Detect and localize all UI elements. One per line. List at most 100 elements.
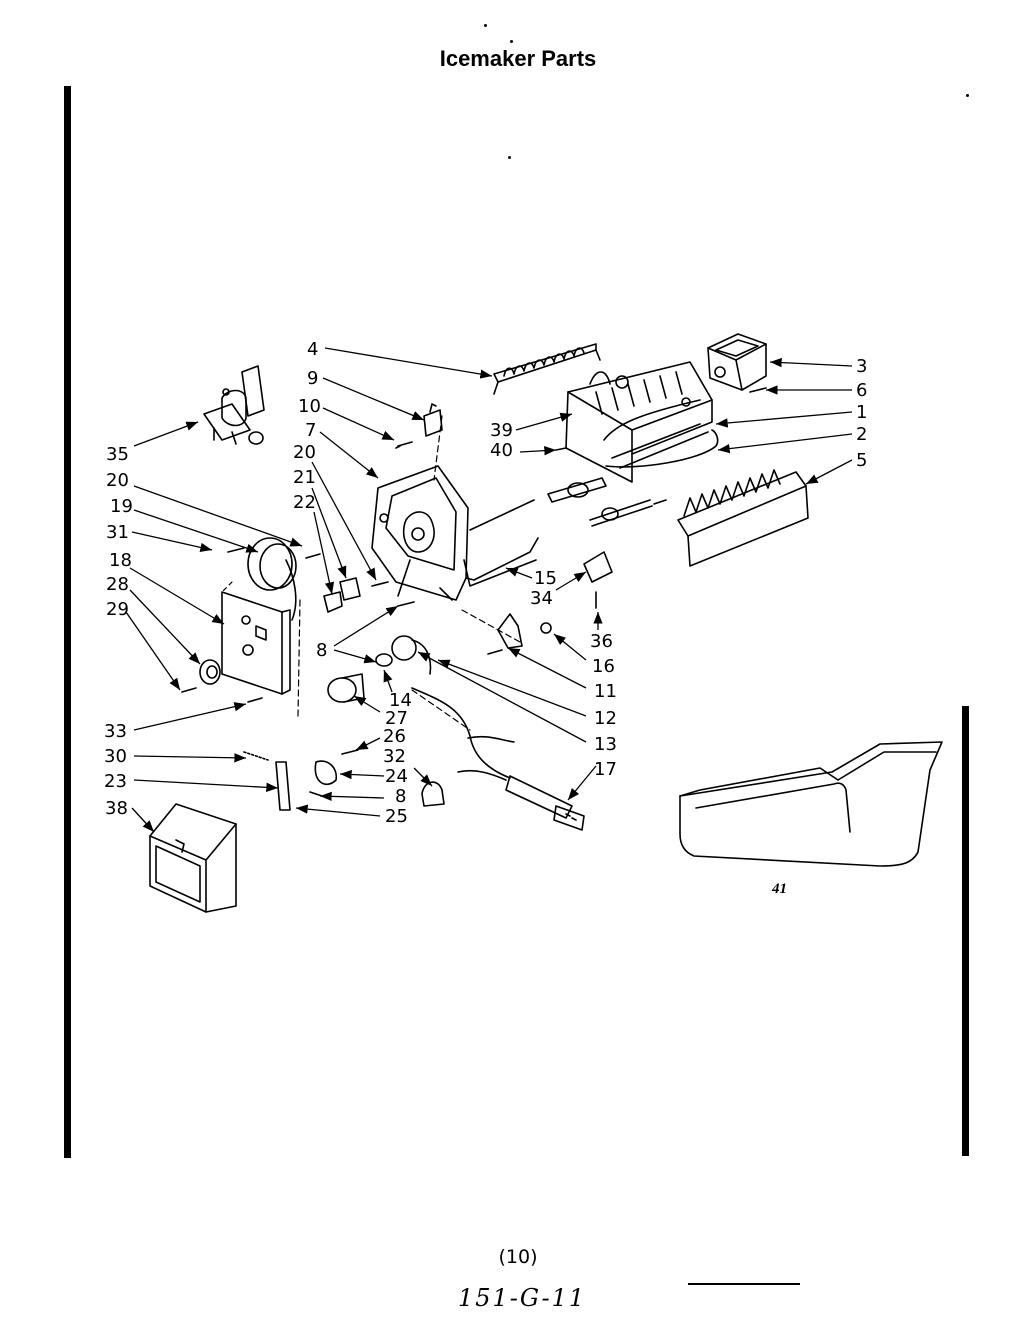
clip-drawing	[323, 591, 343, 613]
leader-30	[133, 753, 247, 763]
callout-17: 17	[594, 759, 617, 780]
callout-14: 14	[389, 690, 412, 711]
leader-22	[313, 511, 335, 595]
wiring-harness-drawing	[411, 687, 585, 831]
leader-33	[133, 702, 247, 731]
ice-mold-drawing	[565, 361, 713, 483]
thermostat-drawing	[339, 577, 361, 601]
leader-17	[567, 765, 597, 801]
leader-28	[129, 589, 201, 665]
callout-4: 4	[307, 339, 318, 360]
callout-32: 32	[383, 746, 406, 767]
callout-40: 40	[490, 440, 513, 461]
leader-8b	[319, 791, 385, 802]
leader-4	[324, 347, 493, 379]
left-margin-bar	[64, 86, 71, 1158]
callout-9: 9	[307, 368, 318, 389]
leader-3	[769, 357, 853, 368]
leader-27	[353, 695, 381, 713]
screws-drawing	[181, 387, 767, 755]
motor-housing-drawing	[371, 465, 469, 601]
callout-23: 23	[104, 771, 127, 792]
callout-5: 5	[856, 450, 867, 471]
leader-12	[437, 659, 587, 717]
leader-11	[507, 647, 587, 689]
leader-40	[519, 445, 557, 456]
leader-9	[322, 377, 425, 421]
handwritten-note: 151-G-11	[458, 1284, 587, 1312]
callout-2: 2	[856, 424, 867, 445]
spring-drawing	[243, 751, 269, 761]
knob-drawing	[421, 781, 445, 807]
drive-gear-drawing	[199, 659, 221, 685]
callout-26: 26	[383, 726, 406, 747]
leader-19	[133, 509, 259, 553]
bracket-drawing	[497, 613, 523, 649]
callout-16: 16	[592, 656, 615, 677]
ice-ejector-drawing	[493, 343, 601, 395]
callout-21: 21	[293, 467, 316, 488]
callout-20b: 20	[293, 442, 316, 463]
ice-stripper-drawing	[677, 469, 809, 567]
horizontal-rule	[688, 1283, 800, 1285]
callout-19: 19	[110, 496, 133, 517]
leader-39	[515, 412, 573, 431]
leader-20a	[133, 485, 303, 547]
callout-24: 24	[385, 766, 408, 787]
leader-34	[555, 571, 587, 591]
callout-34: 34	[530, 588, 553, 609]
leader-2	[717, 433, 853, 454]
callout-10: 10	[298, 396, 321, 417]
speck	[484, 24, 487, 27]
callout-36: 36	[590, 631, 613, 652]
callout-13: 13	[594, 734, 617, 755]
timer-motor-drawing	[247, 537, 297, 621]
callout-6: 6	[856, 380, 867, 401]
leader-26	[355, 737, 381, 751]
mounting-plate-drawing	[221, 591, 291, 695]
callout-3: 3	[856, 356, 867, 377]
leader-5	[805, 459, 853, 485]
leader-25	[295, 804, 381, 817]
cam-drawing	[314, 760, 338, 786]
callout-30: 30	[104, 746, 127, 767]
right-margin-bar	[962, 706, 969, 1156]
callout-29: 29	[106, 599, 129, 620]
leader-7	[319, 431, 379, 479]
callout-1: 1	[856, 402, 867, 423]
leader-29	[125, 611, 181, 691]
callout-38: 38	[105, 798, 128, 819]
water-valve-drawing	[203, 365, 265, 445]
leader-18	[129, 567, 225, 625]
callout-25: 25	[385, 806, 408, 827]
leader-16	[553, 633, 587, 661]
fill-cup-drawing	[707, 333, 767, 391]
leader-20b	[311, 461, 377, 581]
leader-38	[131, 807, 155, 833]
support-bracket-drawing	[465, 499, 539, 581]
callout-11: 11	[594, 681, 617, 702]
shield-drawing	[583, 551, 613, 583]
cover-box-drawing	[149, 803, 237, 913]
callout-8a: 8	[316, 640, 327, 661]
callout-15: 15	[534, 568, 557, 589]
speck	[510, 40, 513, 43]
callout-20a: 20	[106, 470, 129, 491]
callout-18: 18	[109, 550, 132, 571]
leader-8a-up	[333, 605, 399, 647]
leader-35	[133, 421, 199, 447]
callout-41: 41	[771, 881, 787, 897]
leader-23	[133, 779, 279, 793]
lever-drawing	[275, 761, 291, 811]
ice-bin-drawing	[679, 741, 943, 867]
callout-39: 39	[490, 420, 513, 441]
leader-13	[417, 651, 587, 743]
leader-31	[131, 531, 213, 552]
leader-32	[413, 767, 433, 787]
callout-22: 22	[293, 492, 316, 513]
leader-15	[505, 567, 533, 579]
callout-31: 31	[106, 522, 129, 543]
switch-drawing	[423, 403, 443, 437]
page-title: Icemaker Parts	[439, 46, 597, 71]
